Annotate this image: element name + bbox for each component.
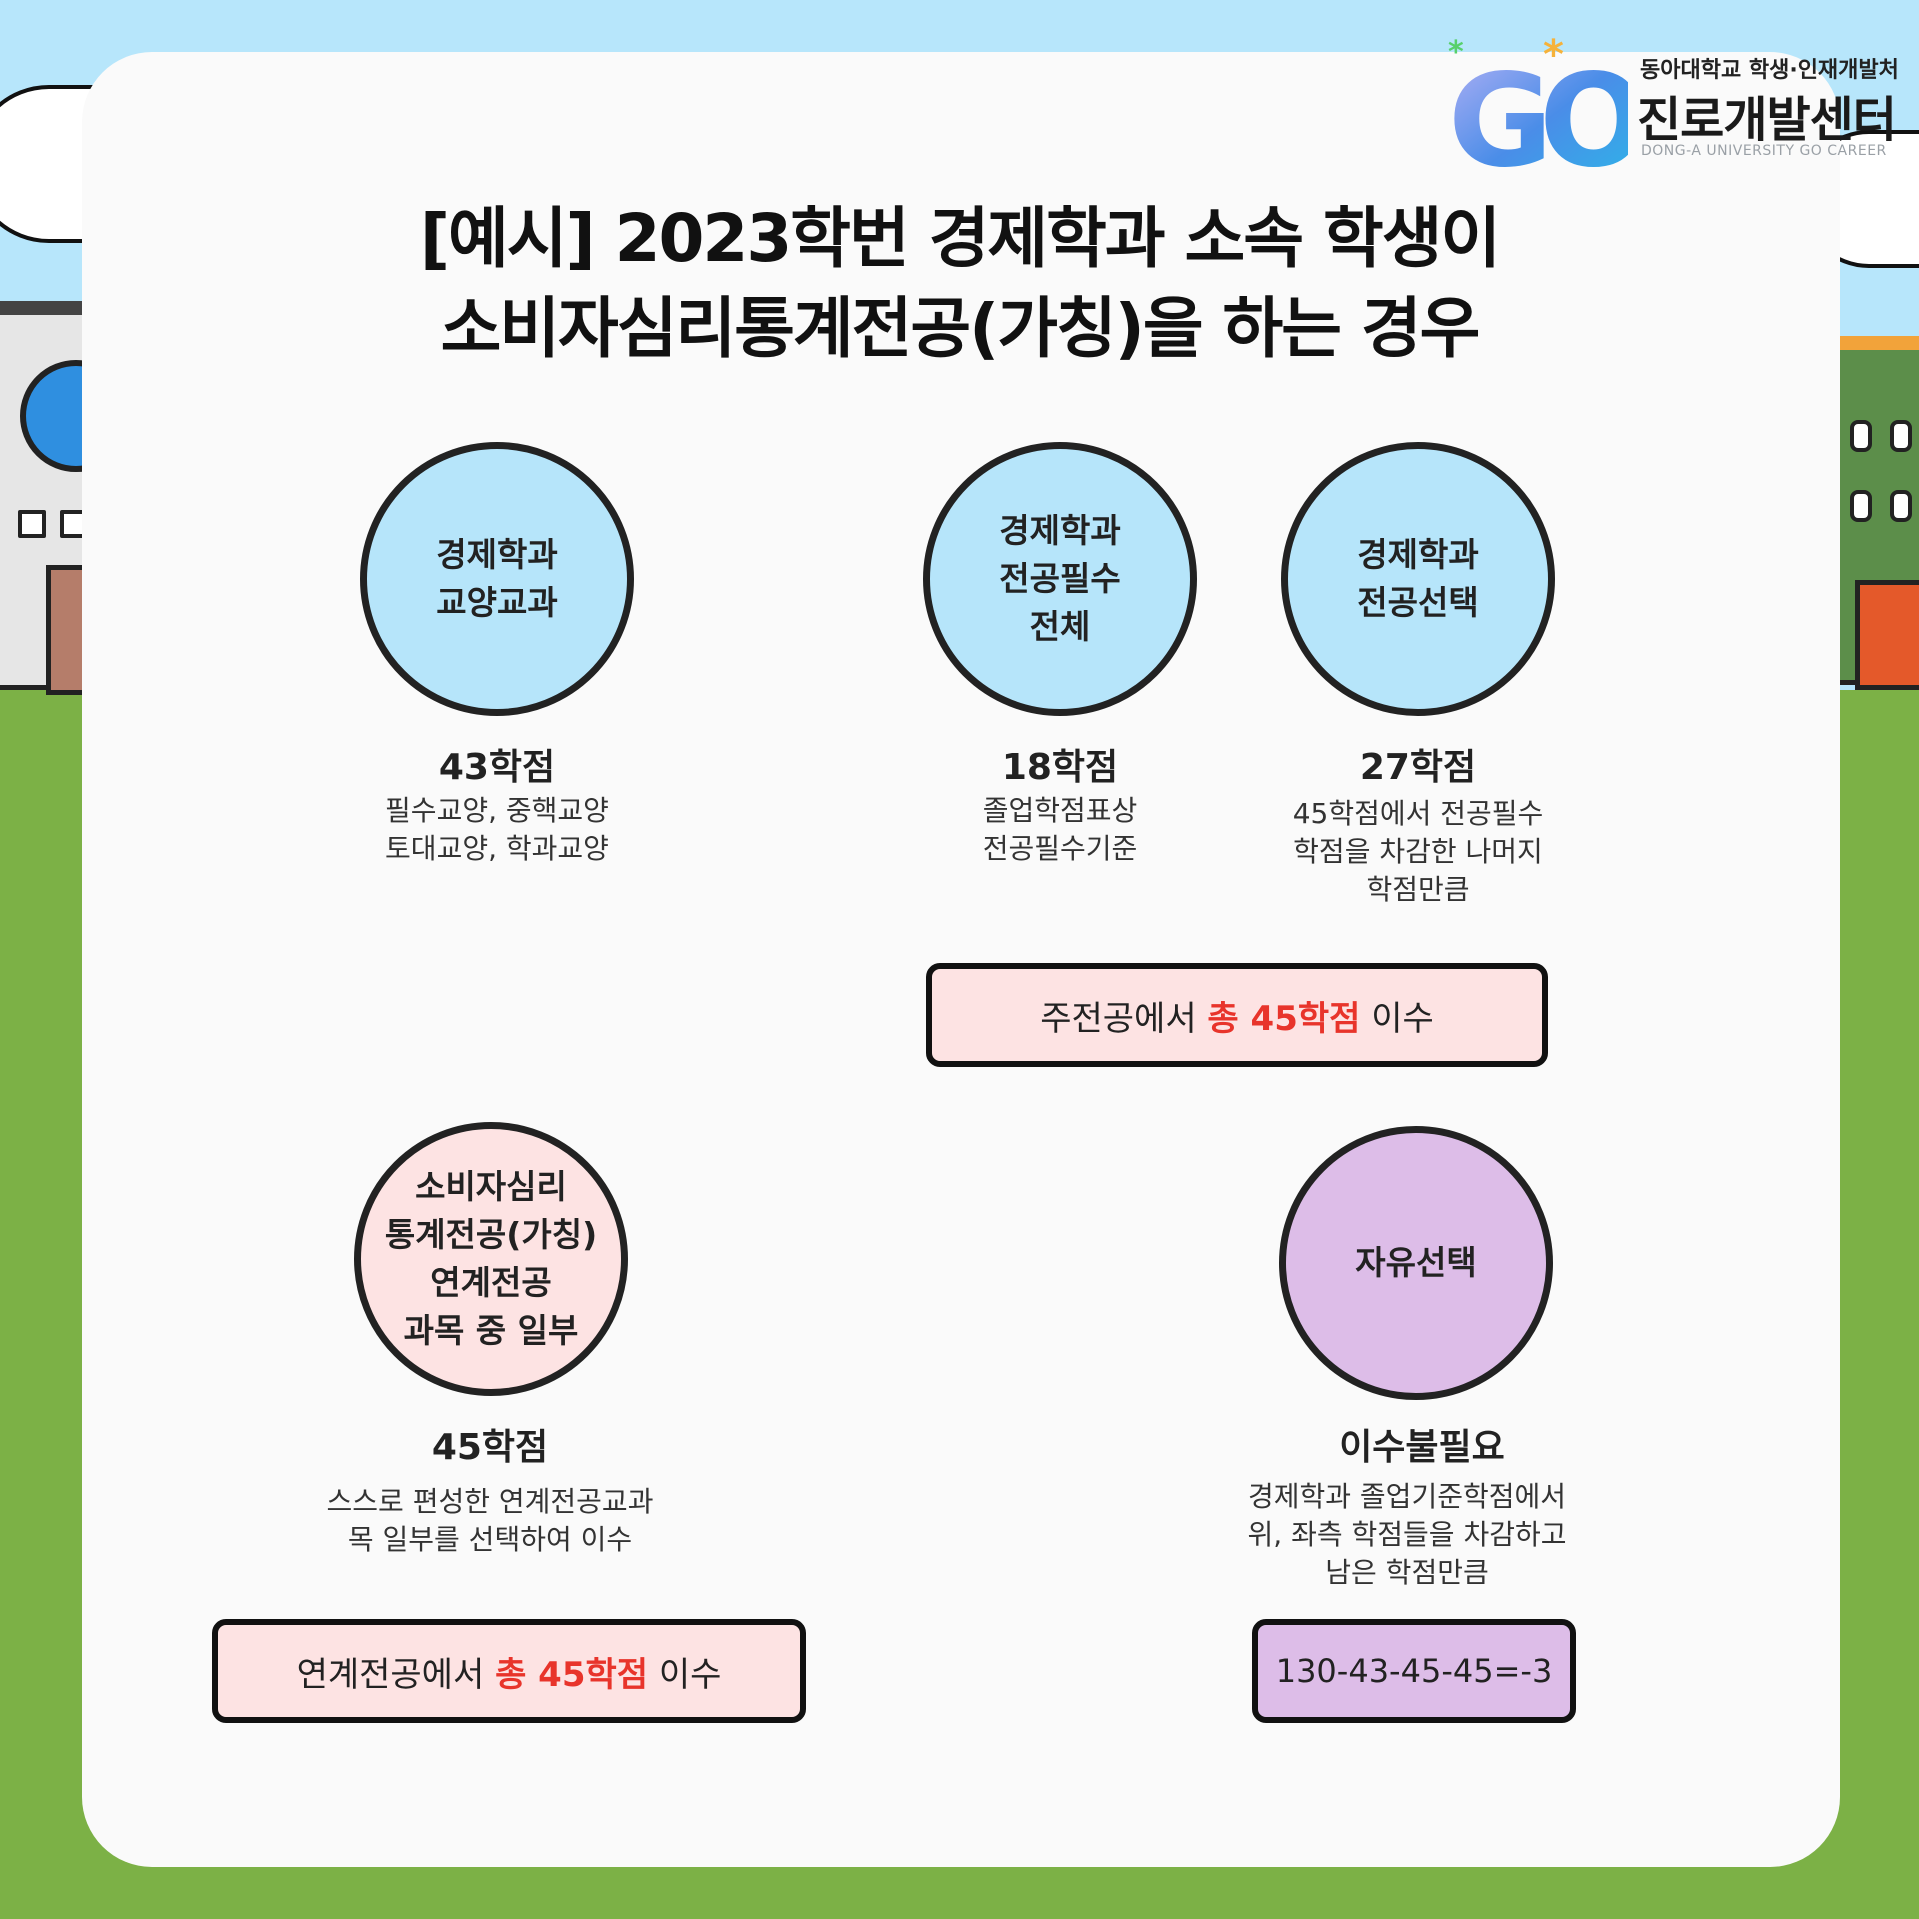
desc-major-required: 졸업학점표상 전공필수기준 — [982, 794, 1138, 865]
desc-free-elective: 경제학과 졸업기준학점에서 위, 좌측 학점들을 차감하고 남은 학점만큼 — [1247, 1480, 1567, 1589]
credits-major-elective: 27학점 — [1359, 747, 1477, 788]
page-title-line1: [예시] 2023학번 경제학과 소속 학생이 — [419, 200, 1501, 277]
logo-english-text: DONG-A UNIVERSITY GO CAREER — [1641, 143, 1887, 159]
linked-total-box: 연계전공에서 총 45학점 이수 — [212, 1619, 806, 1723]
page-title-line2: 소비자심리통계전공(가칭)을 하는 경우 — [440, 290, 1481, 367]
desc-major-elective: 45학점에서 전공필수 학점을 차감한 나머지 학점만큼 — [1292, 797, 1544, 906]
major-total-box: 주전공에서 총 45학점 이수 — [926, 963, 1548, 1067]
credits-free-elective: 이수불필요 — [1339, 1427, 1505, 1468]
circle-major-elective: 경제학과 전공선택 — [1281, 442, 1555, 716]
circle-liberal-arts: 경제학과 교양교과 — [360, 442, 634, 716]
go-logo-icon: GO * * — [1448, 30, 1656, 196]
circle-free-elective: 자유선택 — [1279, 1126, 1553, 1400]
circle-linked-major: 소비자심리 통계전공(가칭) 연계전공 과목 중 일부 — [354, 1122, 628, 1396]
desc-liberal-arts: 필수교양, 중핵교양 토대교양, 학과교양 — [385, 794, 609, 865]
credits-major-required: 18학점 — [1001, 747, 1119, 788]
svg-text:GO: GO — [1448, 47, 1628, 180]
svg-text:*: * — [1448, 35, 1464, 70]
svg-text:*: * — [1543, 32, 1564, 78]
logo-org-text: 동아대학교 학생·인재개발처 — [1640, 58, 1899, 83]
content-card — [82, 52, 1840, 1867]
desc-linked-major: 스스로 편성한 연계전공교과 목 일부를 선택하여 이수 — [326, 1485, 654, 1556]
credits-liberal-arts: 43학점 — [438, 747, 556, 788]
formula-box: 130-43-45-45=-3 — [1252, 1619, 1576, 1723]
right-building-illustration — [1830, 336, 1919, 690]
credits-linked-major: 45학점 — [431, 1427, 549, 1468]
logo-name-text: 진로개발센터 — [1637, 92, 1897, 148]
circle-major-required: 경제학과 전공필수 전체 — [923, 442, 1197, 716]
